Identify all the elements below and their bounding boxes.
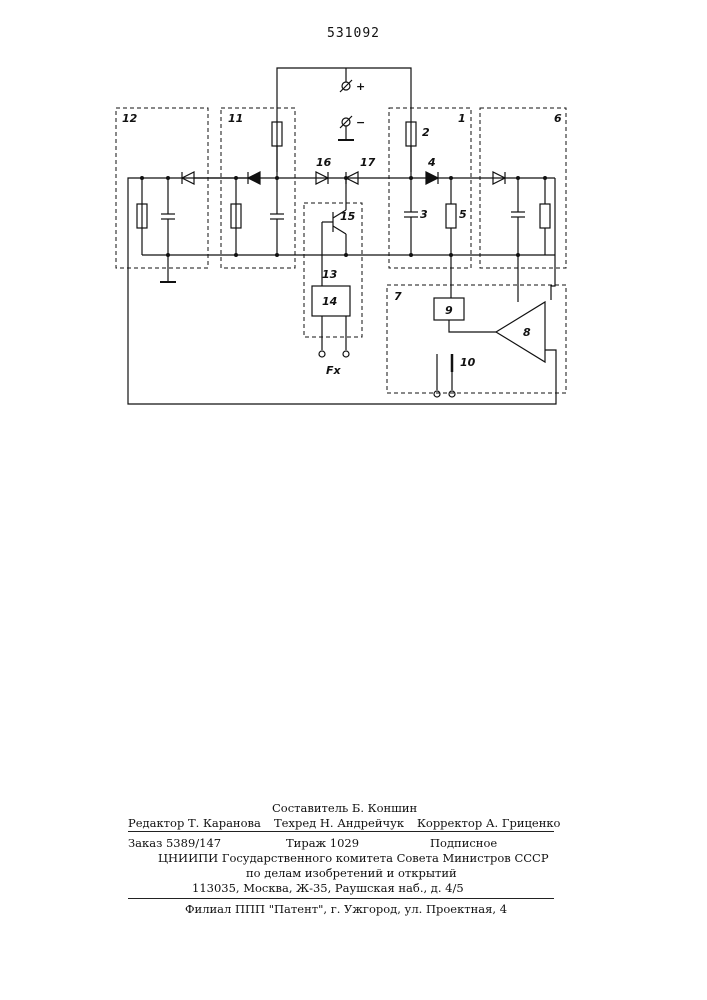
block-11-diode bbox=[248, 172, 260, 184]
label-block-9: 9 bbox=[445, 304, 453, 317]
block-6-outline bbox=[480, 108, 566, 268]
label-minus: − bbox=[356, 116, 365, 129]
footer-divider-1 bbox=[128, 831, 554, 832]
techred-line: Техред Н. Андрейчук bbox=[274, 816, 404, 830]
footer-divider-2 bbox=[128, 898, 554, 899]
circulation-line: Тираж 1029 bbox=[286, 836, 359, 850]
corrector-line: Корректор А. Гриценко bbox=[417, 816, 560, 830]
label-diode-16: 16 bbox=[316, 156, 332, 169]
circuit-diagram: 12 11 1 6 7 2 3 4 5 8 9 10 13 14 15 16 1… bbox=[0, 0, 707, 460]
label-block-13: 13 bbox=[322, 268, 338, 281]
supply-loop bbox=[277, 68, 411, 172]
label-diode-4: 4 bbox=[427, 156, 436, 169]
label-plus: + bbox=[356, 80, 365, 93]
label-resistor-2: 2 bbox=[422, 126, 430, 139]
label-amplifier-8: 8 bbox=[523, 326, 531, 339]
compiler-line: Составитель Б. Коншин bbox=[272, 801, 417, 815]
label-block-11: 11 bbox=[228, 112, 243, 125]
address-line: 113035, Москва, Ж-35, Раушская наб., д. … bbox=[192, 881, 464, 895]
label-transistor-15: 15 bbox=[340, 210, 356, 223]
block-outlines bbox=[116, 108, 566, 393]
diode-4 bbox=[426, 172, 438, 184]
label-block-12: 12 bbox=[122, 112, 138, 125]
label-block-6: 6 bbox=[554, 112, 562, 125]
label-block-7: 7 bbox=[394, 290, 402, 303]
label-resistor-5: 5 bbox=[459, 208, 467, 221]
editor-line: Редактор Т. Каранова bbox=[128, 816, 261, 830]
institute-line-2: по делам изобретений и открытий bbox=[246, 866, 457, 880]
order-line: Заказ 5389/147 bbox=[128, 836, 221, 850]
resistor-5 bbox=[446, 204, 456, 228]
label-block-14: 14 bbox=[322, 295, 337, 308]
block-12-outline bbox=[116, 108, 208, 268]
label-diode-17: 17 bbox=[360, 156, 376, 169]
branch-line: Филиал ППП "Патент", г. Ужгород, ул. Про… bbox=[185, 902, 507, 916]
block-1-outline bbox=[389, 108, 471, 268]
subscription-line: Подписное bbox=[430, 836, 497, 850]
label-capacitor-3: 3 bbox=[420, 208, 428, 221]
label-block-1: 1 bbox=[458, 112, 466, 125]
amplifier-8 bbox=[496, 302, 545, 362]
institute-line: ЦНИИПИ Государственного комитета Совета … bbox=[158, 851, 549, 865]
label-switch-10: 10 bbox=[460, 356, 476, 369]
block-11-outline bbox=[221, 108, 295, 268]
block-6-resistor bbox=[540, 204, 550, 228]
label-input-fx: Fx bbox=[326, 364, 342, 377]
block-7-outline bbox=[387, 285, 566, 393]
